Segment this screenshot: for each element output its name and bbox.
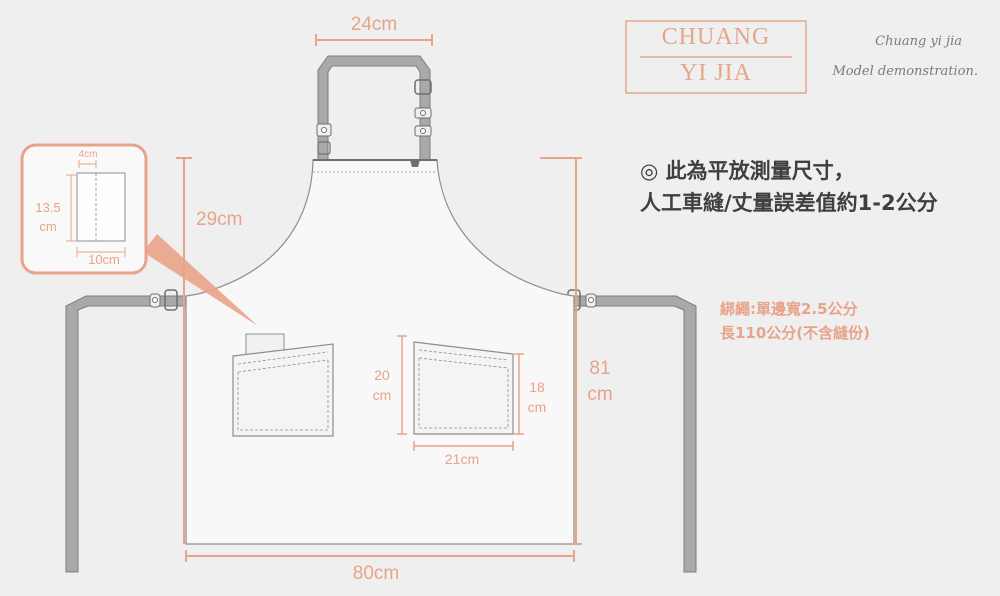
inset-top-width-label: 4cm [79, 149, 98, 160]
brand-logo-line2: YI JIA [680, 60, 752, 86]
tagline-line2: Model demonstration. [832, 64, 978, 79]
strap-note-line2: 長110公分(不含縫份) [720, 324, 871, 342]
measurement-note-line1: ◎ 此為平放測量尺寸， [640, 159, 855, 183]
length-measure [540, 157, 582, 545]
bib-height-label: 29cm [196, 209, 242, 230]
left-waist-tie [65, 289, 189, 573]
neck-strap-measure [315, 34, 433, 46]
right-pocket-height-unit: cm [528, 399, 547, 415]
pocket-width-measure [413, 441, 514, 451]
left-pocket-height-measure [397, 335, 407, 435]
length-unit-label: cm [587, 384, 612, 405]
right-pocket [413, 341, 514, 435]
width-label: 80cm [353, 563, 399, 584]
neck-strap [316, 55, 432, 161]
length-value-label: 81 [589, 358, 610, 379]
measurement-note-line2: 人工車縫/丈量誤差值約1-2公分 [640, 191, 938, 215]
tagline-line1: Chuang yi jia [875, 34, 962, 49]
left-pocket [232, 333, 334, 437]
inset-pointer [143, 234, 258, 326]
brand-logo-frame [625, 20, 807, 94]
pocket-width-label: 21cm [445, 451, 479, 467]
right-waist-tie [567, 289, 697, 573]
neck-strap-label: 24cm [351, 14, 397, 35]
inset-bottom-width-label: 10cm [88, 252, 120, 267]
bib-height-measure [176, 157, 192, 544]
strap-note-line1: 綁繩:單邊寬2.5公分 [720, 300, 858, 318]
left-pocket-height-unit: cm [373, 387, 392, 403]
apron-body [185, 159, 575, 545]
left-pocket-height-value: 20 [374, 367, 390, 383]
inset-height-value: 13.5 [35, 200, 60, 215]
brand-logo-line1: CHUANG [661, 24, 771, 50]
right-pocket-height-value: 18 [529, 379, 545, 395]
right-pocket-height-measure [514, 353, 524, 435]
pocket-inset: 4cm 13.5 cm 10cm [20, 143, 148, 275]
inset-height-unit: cm [39, 219, 56, 234]
width-measure [185, 550, 575, 562]
